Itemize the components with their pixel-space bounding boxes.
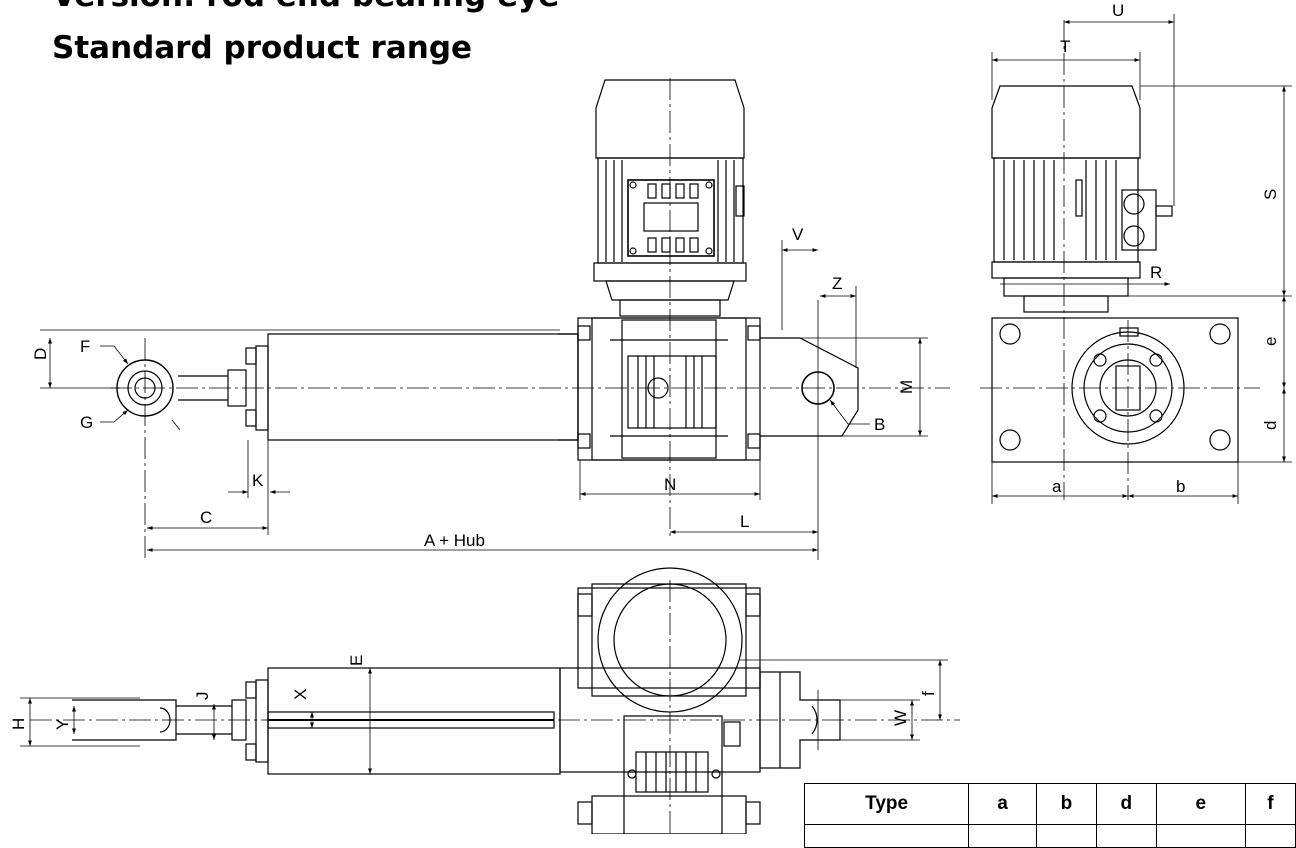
dim-label-e-top: E — [347, 655, 366, 666]
side-view — [980, 14, 1292, 504]
dim-label-r: R — [1150, 263, 1162, 282]
dim-label-k: K — [252, 471, 264, 490]
dim-label-b-side: b — [1176, 477, 1185, 496]
dim-label-c: C — [200, 508, 212, 527]
dim-label-a-hub: A + Hub — [424, 531, 485, 550]
dim-label-l: L — [740, 512, 749, 531]
dim-label-f-top: f — [919, 691, 938, 696]
front-view — [40, 78, 950, 560]
dim-label-d-side: d — [1261, 421, 1280, 430]
heading-version: Version: rod end bearing eye — [52, 0, 559, 14]
dim-label-b-upper: B — [874, 415, 885, 434]
table-header-a: a — [968, 783, 1037, 825]
dim-label-x: X — [291, 689, 310, 700]
dimension-table: Type a b d e f — [803, 783, 1296, 848]
dim-label-z: Z — [832, 274, 842, 293]
table-row — [803, 824, 1296, 848]
dim-label-n: N — [664, 475, 676, 494]
dim-label-m: M — [897, 380, 916, 394]
dim-label-v: V — [792, 225, 804, 244]
table-header-d: d — [1095, 783, 1157, 825]
heading-product-range: Standard product range — [52, 30, 473, 66]
dim-label-a-side: a — [1052, 477, 1062, 496]
table-header-f: f — [1244, 783, 1296, 825]
top-view — [20, 567, 960, 834]
dim-label-w: W — [891, 710, 910, 726]
table-header-b: b — [1035, 783, 1097, 825]
dim-label-u: U — [1112, 1, 1124, 20]
dim-label-f: F — [80, 337, 90, 356]
dim-label-d: D — [31, 348, 50, 360]
dim-label-e-side: e — [1261, 337, 1280, 346]
table-header-type: Type — [803, 783, 970, 825]
dim-label-s: S — [1261, 189, 1280, 200]
dim-label-t: T — [1060, 37, 1070, 56]
dim-label-g: G — [80, 413, 93, 432]
table-header-e: e — [1155, 783, 1246, 825]
dim-label-y: Y — [53, 719, 72, 730]
dim-label-h: H — [9, 718, 28, 730]
dim-label-j: J — [193, 692, 212, 701]
table-header-row: Type a b d e f — [803, 783, 1296, 825]
